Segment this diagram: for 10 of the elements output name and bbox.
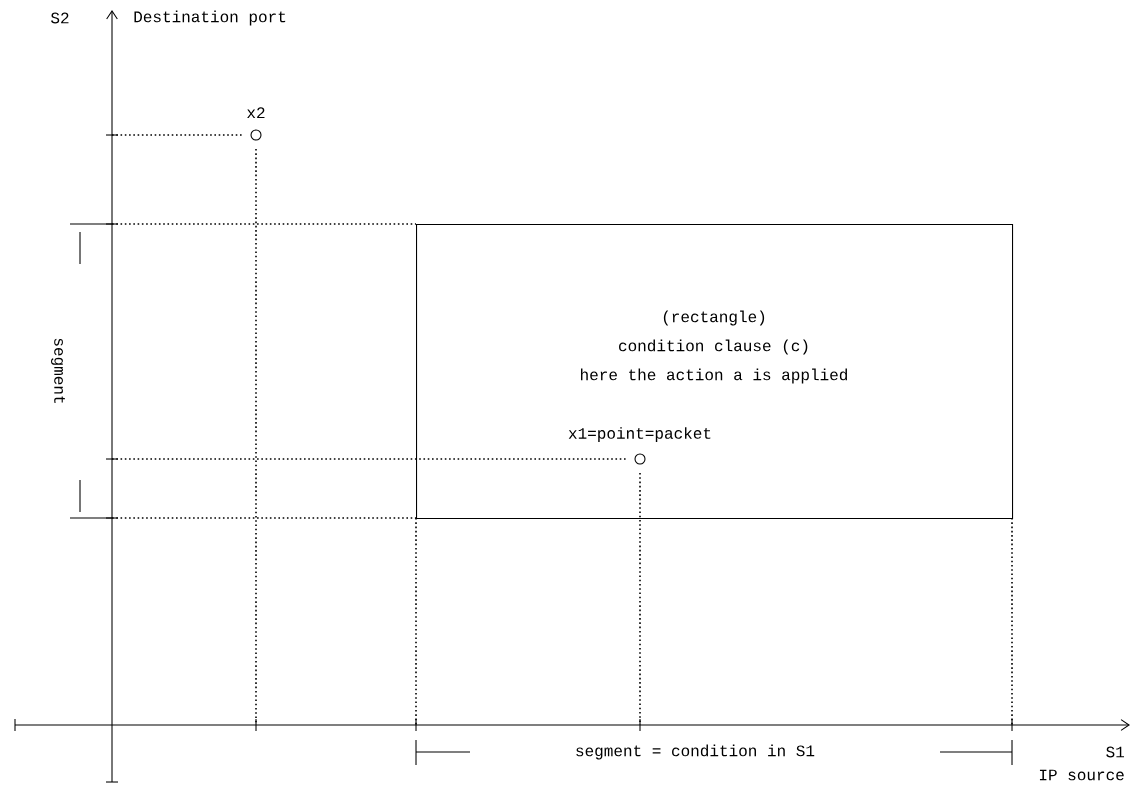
- dimension-label: segment: [48, 334, 68, 408]
- dimension-label: segment = condition in S1: [572, 741, 818, 763]
- point-marker: [250, 129, 262, 141]
- axis-label: S2: [47, 9, 73, 27]
- point-label: x1=point=packet: [568, 427, 711, 443]
- point-label: x2: [247, 107, 265, 119]
- axis-label: S1: [1102, 743, 1128, 761]
- axis-label: Destination port: [130, 7, 290, 29]
- axis-label: IP source: [1035, 767, 1128, 783]
- point-marker: [634, 453, 646, 465]
